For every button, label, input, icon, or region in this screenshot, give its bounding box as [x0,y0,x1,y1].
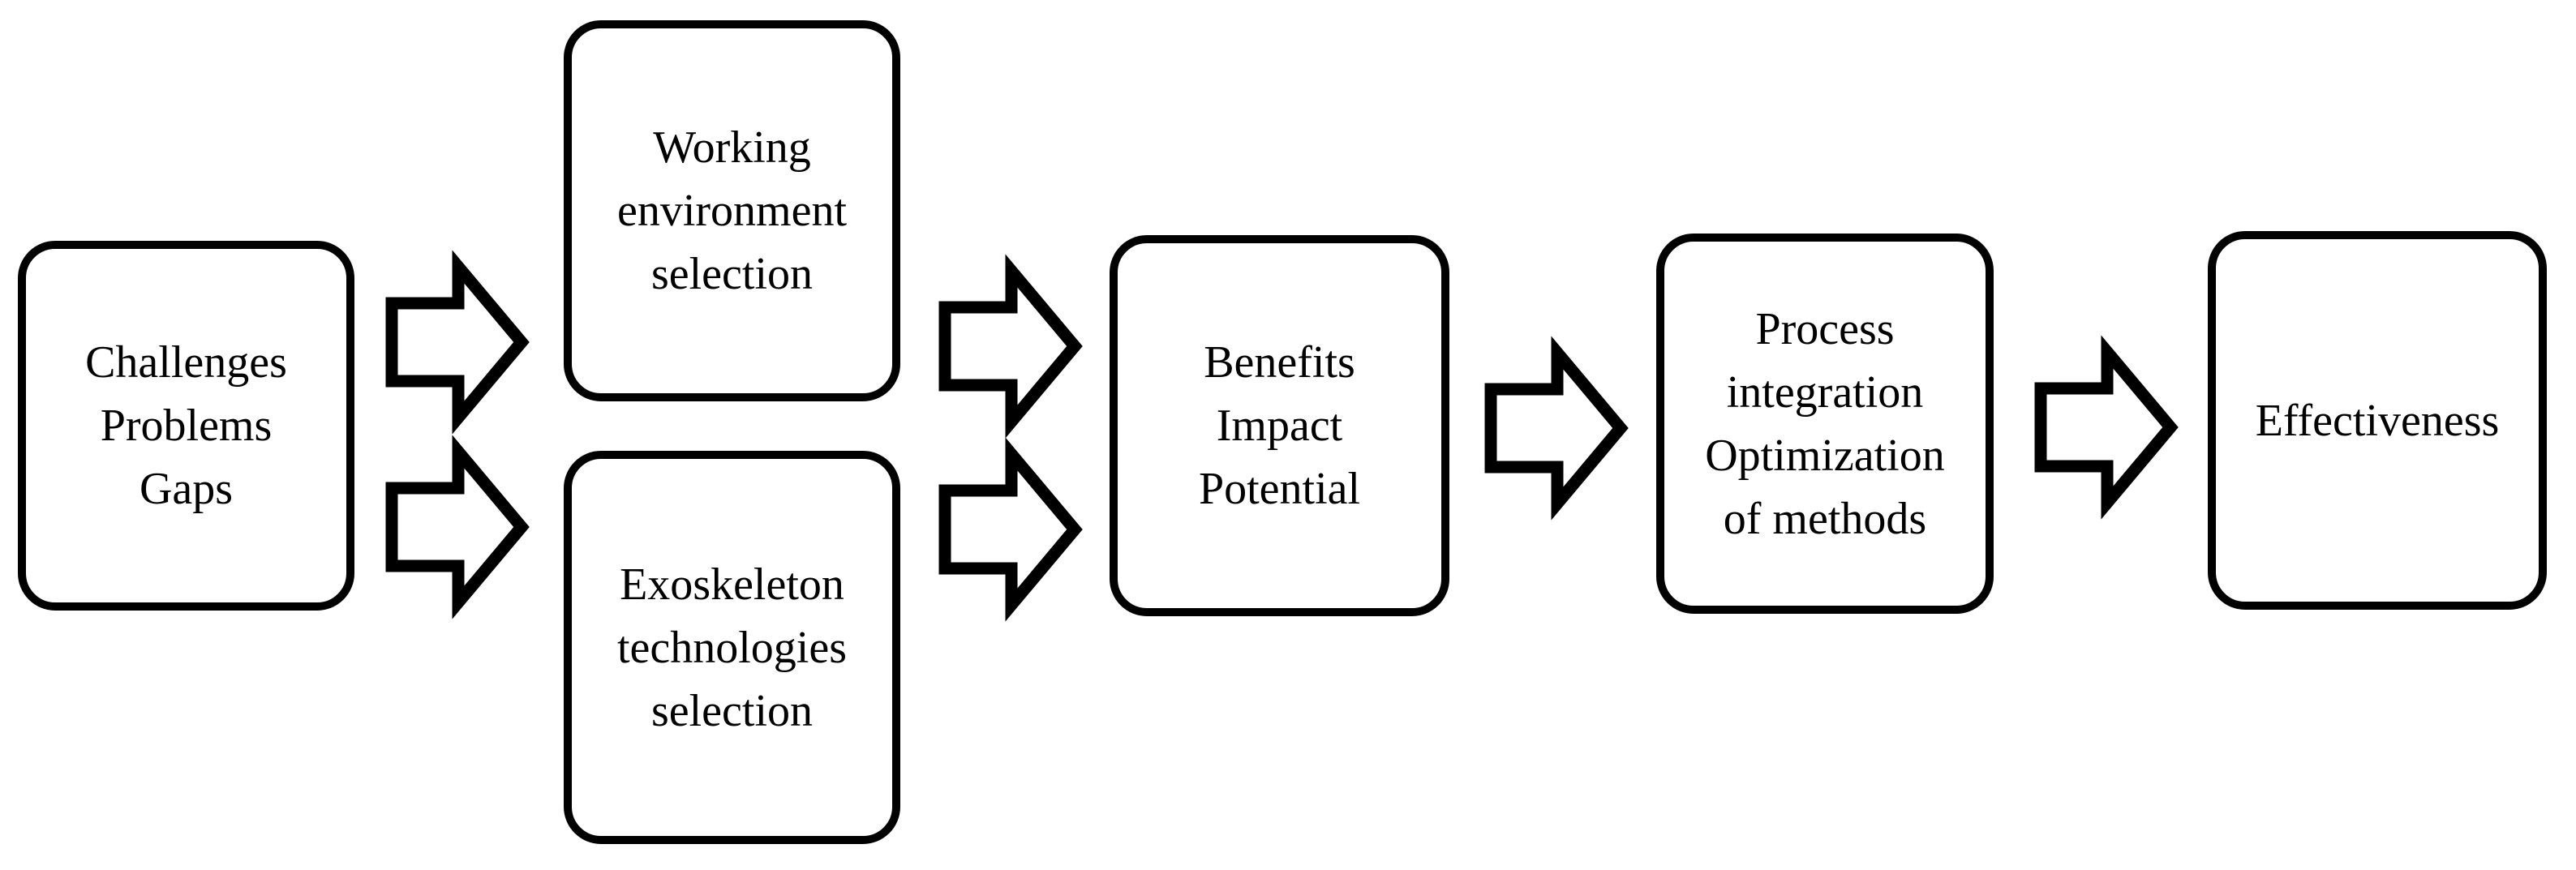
node-label-line: of methods [1723,493,1927,544]
arrow-benefits-to-process-integration-icon [1484,336,1629,521]
node-label-line: Working [653,122,811,173]
node-label-line: Exoskeleton [620,559,844,610]
node-benefits-impact-potential: Benefits Impact Potential [1110,235,1449,616]
node-label-line: selection [650,685,814,736]
arrow-working-environment-to-benefits-icon [938,254,1083,439]
node-label-line: Effectiveness [2255,395,2500,446]
node-challenges-problems-gaps: Challenges Problems Gaps [18,241,354,611]
block-arrow-shape [938,437,1083,622]
node-exoskeleton-technologies-selection: Exoskeleton technologies selection [564,451,900,844]
node-process-integration-optimization: Process integration Optimization of meth… [1656,234,1994,614]
arrow-challenges-to-working-environment-icon [385,250,530,435]
node-label-line: Process [1755,303,1895,354]
node-label-line: Benefits [1204,337,1355,388]
arrow-exoskeleton-to-benefits-icon [938,437,1083,622]
block-arrow-shape [385,250,530,435]
block-arrow-shape [1484,336,1629,521]
node-working-environment-selection: Working environment selection [564,20,900,401]
node-label-line: Problems [100,401,273,451]
node-label-line: Potential [1198,464,1361,514]
arrow-process-integration-to-effectiveness-icon [2034,335,2179,520]
node-label-line: Optimization [1705,430,1945,481]
arrow-challenges-to-exoskeleton-icon [385,435,530,619]
block-arrow-shape [385,435,530,619]
node-label-line: Challenges [85,337,287,388]
node-label-line: technologies [616,622,848,673]
block-arrow-shape [938,254,1083,439]
node-label-line: selection [650,249,814,299]
block-arrow-shape [2034,335,2179,520]
node-label-line: environment [616,186,848,236]
node-label-line: Gaps [139,464,234,514]
node-label-line: integration [1726,366,1924,418]
node-effectiveness: Effectiveness [2208,231,2547,610]
node-label-line: Impact [1216,401,1343,451]
